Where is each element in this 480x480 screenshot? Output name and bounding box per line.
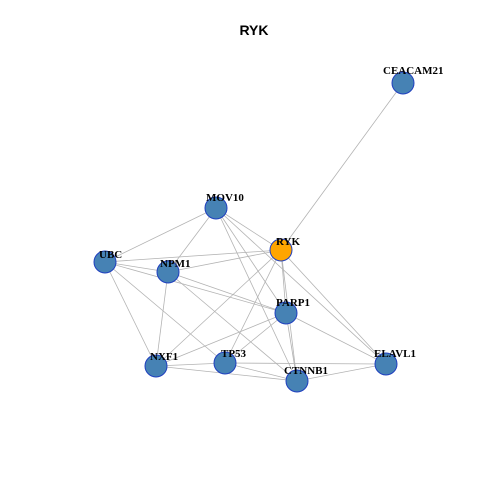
edge-parp1-elavl1 [285, 312, 387, 365]
edge-ryk-tp53 [224, 249, 282, 364]
node-ceacam21[interactable] [391, 71, 415, 95]
node-label-npm1: NPM1 [160, 258, 191, 270]
node-label-elavl1: ELAVL1 [374, 348, 416, 360]
edge-parp1-tp53 [224, 312, 287, 364]
graph-title: RYK [239, 22, 268, 38]
node-label-ryk: RYK [276, 236, 301, 248]
node-npm1[interactable] [156, 260, 180, 284]
node-label-parp1: PARP1 [276, 297, 310, 309]
edge-layer [104, 82, 404, 382]
edge-parp1-nxf1 [155, 312, 287, 367]
node-nxf1[interactable] [144, 354, 168, 378]
edge-ryk-elavl1 [280, 249, 387, 365]
edge-ubc-ryk [104, 249, 282, 263]
node-tp53[interactable] [213, 351, 237, 375]
node-label-ceacam21: CEACAM21 [383, 65, 444, 77]
edge-mov10-ubc [104, 207, 217, 263]
edge-mov10-elavl1 [215, 207, 387, 365]
node-label-ubc: UBC [99, 249, 122, 261]
node-label-tp53: TP53 [221, 348, 247, 360]
edge-ceacam21-ryk [280, 82, 404, 251]
edge-npm1-nxf1 [155, 271, 169, 367]
edge-mov10-parp1 [215, 207, 287, 314]
edge-ctnnb1-elavl1 [296, 363, 387, 382]
node-ctnnb1[interactable] [285, 369, 309, 393]
edge-mov10-ryk [215, 207, 282, 251]
edge-npm1-ryk [167, 249, 282, 273]
node-ryk[interactable] [269, 238, 293, 262]
edge-npm1-parp1 [167, 271, 287, 314]
node-label-mov10: MOV10 [206, 192, 244, 204]
node-elavl1[interactable] [374, 352, 398, 376]
edge-ubc-parp1 [104, 261, 287, 314]
edge-ubc-nxf1 [104, 261, 157, 367]
edge-ryk-nxf1 [155, 249, 282, 367]
node-parp1[interactable] [274, 301, 298, 325]
edge-mov10-npm1 [167, 207, 217, 273]
node-layer [93, 71, 415, 393]
edge-mov10-ctnnb1 [215, 207, 298, 382]
edge-tp53-ctnnb1 [224, 362, 298, 382]
edge-tp53-elavl1 [224, 362, 387, 365]
node-ubc[interactable] [93, 250, 117, 274]
node-label-nxf1: NXF1 [150, 351, 178, 363]
edge-npm1-ctnnb1 [167, 271, 298, 382]
node-mov10[interactable] [204, 196, 228, 220]
edge-nxf1-tp53 [155, 362, 226, 367]
node-label-ctnnb1: CTNNB1 [284, 365, 328, 377]
